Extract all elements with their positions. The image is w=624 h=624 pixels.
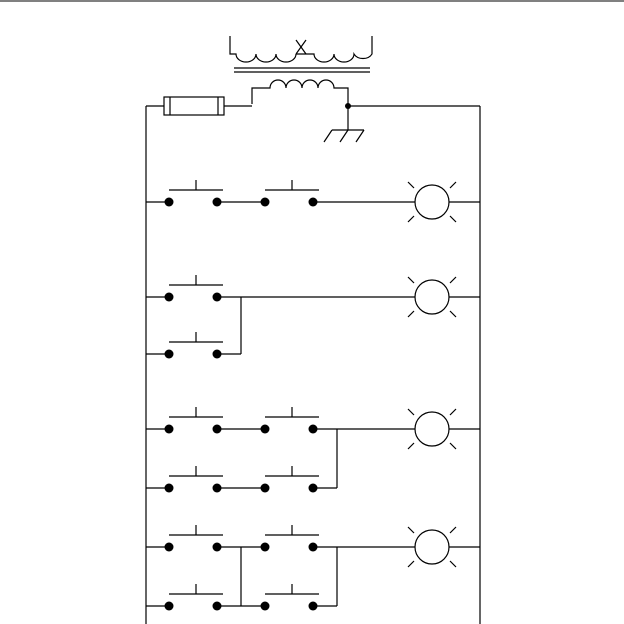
ground-icon bbox=[323, 106, 365, 143]
lamp-icon bbox=[385, 526, 480, 568]
pushbutton-contact-icon bbox=[164, 275, 223, 302]
lamp-icon bbox=[385, 181, 480, 223]
transformer-icon bbox=[229, 36, 373, 106]
pushbutton-contact-icon bbox=[164, 525, 223, 552]
pushbutton-contact-icon bbox=[260, 180, 319, 207]
pushbutton-contact-icon bbox=[164, 332, 223, 359]
supply-wiring bbox=[145, 105, 481, 624]
rung-parallel-series bbox=[146, 525, 480, 611]
pushbutton-contact-icon bbox=[260, 466, 319, 493]
lamp-icon bbox=[385, 276, 480, 318]
pushbutton-contact-icon bbox=[260, 584, 319, 611]
rung-series-and bbox=[146, 180, 480, 223]
rungs bbox=[146, 180, 480, 611]
pushbutton-contact-icon bbox=[164, 180, 223, 207]
pushbutton-contact-icon bbox=[260, 525, 319, 552]
pushbutton-contact-icon bbox=[164, 407, 223, 434]
pushbutton-contact-icon bbox=[260, 407, 319, 434]
rung-series-parallel bbox=[146, 407, 480, 493]
fuse-icon bbox=[163, 96, 225, 116]
rung-parallel-or bbox=[146, 275, 480, 359]
pushbutton-contact-icon bbox=[164, 466, 223, 493]
pushbutton-contact-icon bbox=[164, 584, 223, 611]
lamp-icon bbox=[385, 408, 480, 450]
